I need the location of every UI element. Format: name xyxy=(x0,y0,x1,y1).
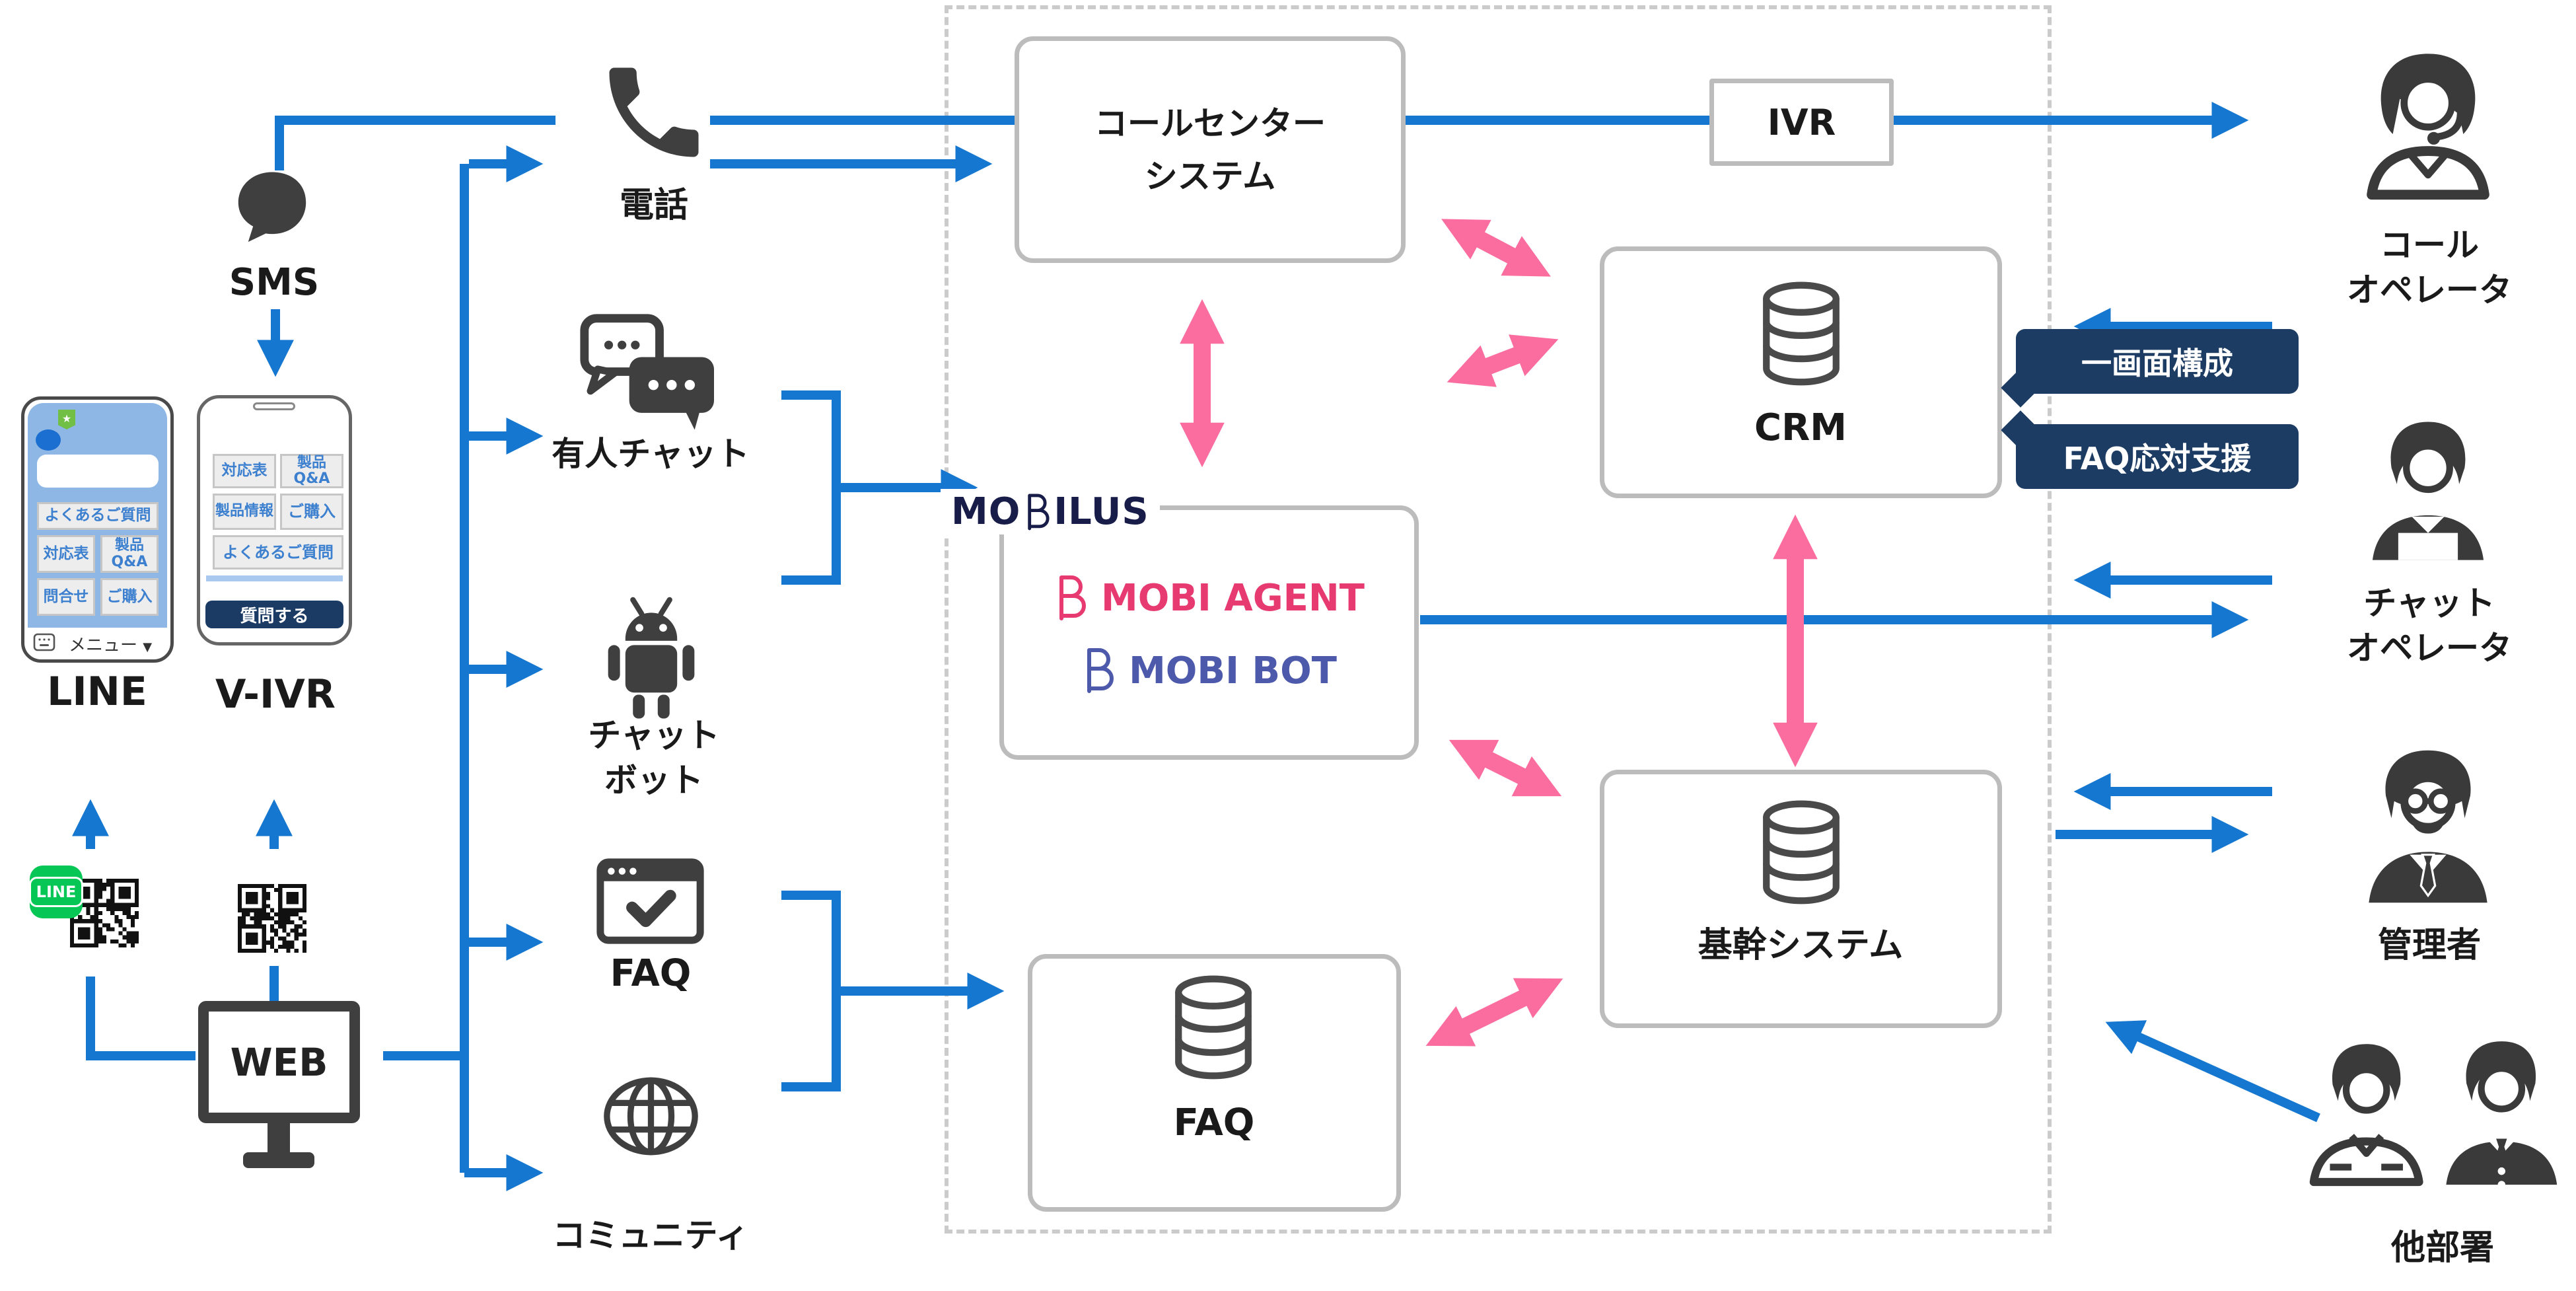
line-phone-screen: ★ よくあるご質問 対応表 製品 Q&A 問合せ ご購入 xyxy=(28,403,167,628)
call-center-system-box: コールセンター システム xyxy=(1015,36,1406,263)
line-btn-seihin-line1: 製品 xyxy=(114,537,144,554)
vivr-btn-seihin-qa[interactable]: 製品 Q&A xyxy=(280,454,343,488)
faq-database-icon xyxy=(1175,975,1252,1080)
call-center-title-line2: システム xyxy=(1144,157,1276,196)
other-depts-icon xyxy=(2309,1041,2558,1189)
chat-operator-label-line2: オペレータ xyxy=(2347,628,2512,667)
keyboard-icon[interactable] xyxy=(33,633,55,651)
line-btn-seihin-qa[interactable]: 製品 Q&A xyxy=(100,535,159,573)
phone-channel-label: 電話 xyxy=(619,186,688,225)
other-depts-label: 他部署 xyxy=(2390,1228,2494,1268)
mobi-bot-label: MOBI BOT xyxy=(1129,649,1337,692)
vivr-btn-seihin-jouhou[interactable]: 製品情報 xyxy=(213,494,276,530)
chat-operator-label-line1: チャット xyxy=(2363,584,2495,622)
sms-bubble-icon xyxy=(238,172,306,242)
line-app-badge: LINE xyxy=(28,866,84,918)
call-operator-label-line2: オペレータ xyxy=(2347,270,2512,309)
vivr-btn-faq[interactable]: よくあるご質問 xyxy=(213,535,343,570)
line-star-badge: ★ xyxy=(58,410,75,429)
line-phone-mockup: ★ よくあるご質問 対応表 製品 Q&A 問合せ ご購入 メニュー ▼ xyxy=(21,396,174,663)
mobilus-b-icon xyxy=(1028,494,1050,530)
mobilus-logo: MO ILUS xyxy=(941,489,1160,535)
line-btn-faq[interactable]: よくあるご質問 xyxy=(37,502,159,530)
mobilus-logo-ilus: ILUS xyxy=(1054,490,1149,533)
crm-label: CRM xyxy=(1754,406,1847,449)
manned-chat-icon xyxy=(580,314,714,430)
line-avatar xyxy=(36,429,61,451)
line-app-badge-text: LINE xyxy=(28,877,84,907)
mobi-agent-label: MOBI AGENT xyxy=(1101,576,1365,620)
call-operator-label: コール オペレータ xyxy=(2324,223,2535,313)
callout-faq-support-text: FAQ応対支援 xyxy=(2063,441,2252,476)
vivr-channel-label: V-IVR xyxy=(215,671,336,718)
line-btn-seihin-line2: Q&A xyxy=(111,553,148,570)
callout-one-screen: 一画面構成 xyxy=(2001,329,2299,408)
chat-operator-label: チャット オペレータ xyxy=(2324,581,2535,671)
chatbot-label-line2: ボット xyxy=(604,760,703,799)
mobi-agent-b-icon xyxy=(1059,575,1086,620)
admin-icon xyxy=(2369,750,2487,903)
call-operator-label-line1: コール xyxy=(2380,226,2479,264)
web-monitor-base xyxy=(243,1152,314,1168)
mobi-agent-row: MOBI AGENT xyxy=(999,570,1419,626)
web-monitor-screen: WEB xyxy=(209,1012,349,1113)
community-label: コミュニティ xyxy=(552,1216,749,1255)
line-btn-taiou[interactable]: 対応表 xyxy=(37,535,95,573)
line-menu-label: メニュー xyxy=(68,636,137,655)
call-center-title-line1: コールセンター xyxy=(1094,104,1326,143)
line-message-bubble[interactable] xyxy=(37,455,159,488)
mobilus-box xyxy=(999,505,1419,760)
line-phone-menubar: メニュー ▼ xyxy=(28,628,167,658)
admin-label: 管理者 xyxy=(2377,926,2481,965)
qr-code-vivr xyxy=(238,884,306,953)
sms-label: SMS xyxy=(229,261,320,304)
vivr-btn-seihin-line2: Q&A xyxy=(293,470,330,487)
wire-chat-bracket xyxy=(781,390,841,585)
phone-icon xyxy=(609,67,699,157)
qr-code-line xyxy=(70,879,139,947)
mobilus-logo-mo: MO xyxy=(951,490,1021,533)
line-btn-kounyuu[interactable]: ご購入 xyxy=(100,578,159,616)
web-monitor-icon: WEB xyxy=(198,1001,360,1123)
web-label: WEB xyxy=(230,1039,328,1085)
vivr-btn-kounyuu[interactable]: ご購入 xyxy=(280,494,343,530)
line-channel-label: LINE xyxy=(47,669,147,715)
chat-operator-icon xyxy=(2372,422,2484,560)
web-monitor-neck xyxy=(268,1123,290,1154)
callout-faq-support: FAQ応対支援 xyxy=(2001,410,2299,489)
call-operator-icon xyxy=(2367,54,2489,200)
mobi-bot-b-icon xyxy=(1087,648,1114,693)
chatbot-label: チャット ボット xyxy=(585,714,723,803)
manned-chat-label: 有人チャット xyxy=(552,435,750,473)
vivr-ask-button[interactable]: 質問する xyxy=(205,601,343,628)
wire-faq-bracket xyxy=(781,891,841,1091)
callout-one-screen-text: 一画面構成 xyxy=(2081,346,2233,381)
line-btn-toiawase[interactable]: 問合せ xyxy=(37,578,95,616)
wire-sms-to-phone-row xyxy=(275,116,555,170)
vivr-divider xyxy=(206,575,343,581)
core-database-icon xyxy=(1763,800,1840,904)
crm-database-icon xyxy=(1763,281,1840,386)
line-menu-toggle[interactable]: メニュー ▼ xyxy=(61,632,160,656)
chatbot-label-line1: チャット xyxy=(588,716,720,755)
faq-browser-icon xyxy=(596,858,704,944)
faq-channel-label: FAQ xyxy=(610,952,692,995)
chevron-down-icon: ▼ xyxy=(143,640,153,654)
vivr-btn-taiou[interactable]: 対応表 xyxy=(213,454,276,488)
core-system-label: 基幹システム xyxy=(1698,926,1904,965)
arrow-other-depts-to-core xyxy=(2105,1020,2320,1123)
faq-db-label: FAQ xyxy=(1173,1101,1255,1144)
wire-lineqr-to-web xyxy=(86,977,196,1060)
mobi-bot-row: MOBI BOT xyxy=(999,642,1419,699)
vivr-phone-mockup: 対応表 製品 Q&A 製品情報 ご購入 よくあるご質問 質問する xyxy=(197,395,352,646)
ivr-label: IVR xyxy=(1767,101,1836,143)
ivr-box: IVR xyxy=(1709,79,1894,166)
vivr-phone-notch xyxy=(253,402,295,410)
vivr-btn-seihin-line1: 製品 xyxy=(297,454,326,471)
chatbot-android-icon xyxy=(608,597,695,719)
community-globe-icon xyxy=(604,1077,698,1156)
